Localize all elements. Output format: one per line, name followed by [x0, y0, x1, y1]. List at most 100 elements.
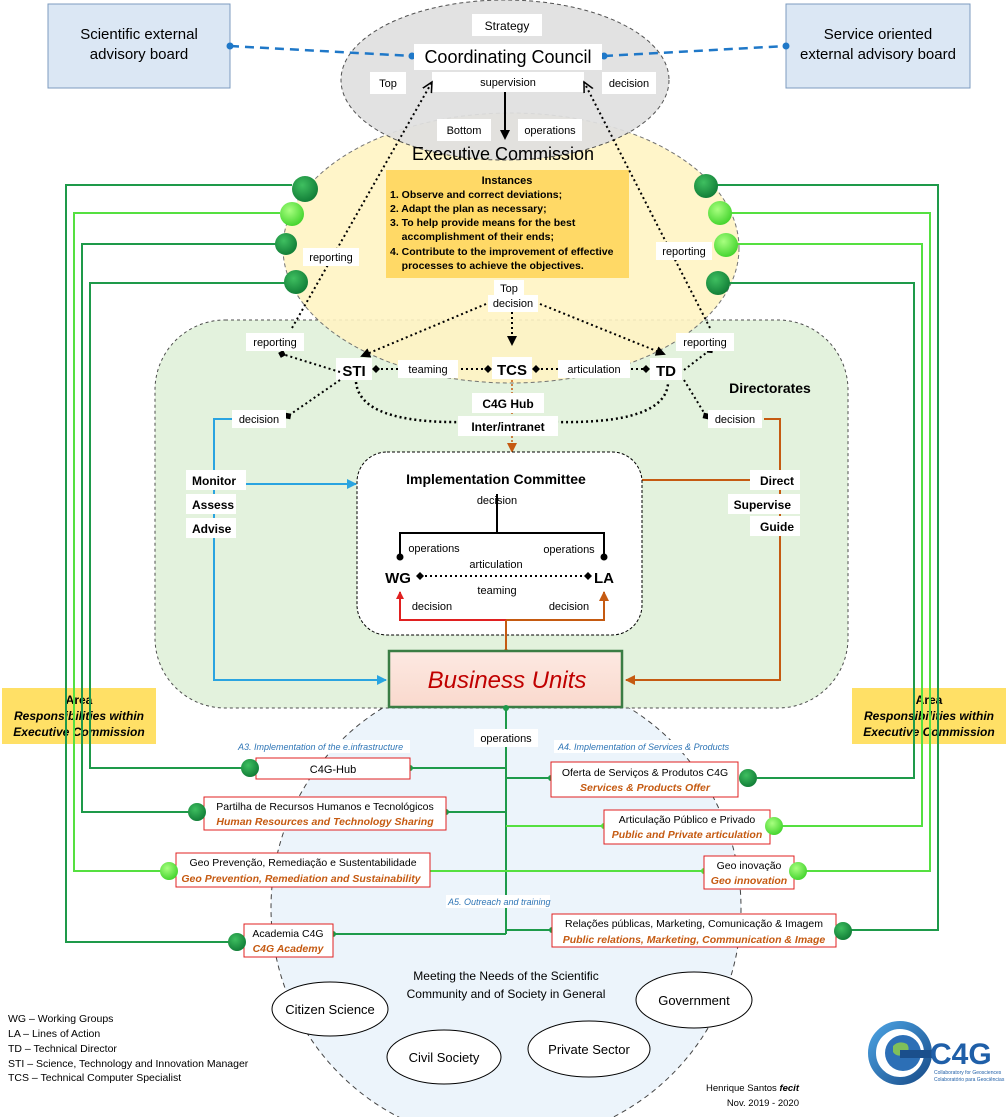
sti-box: [336, 358, 372, 380]
tcs-label: TCS: [497, 362, 527, 379]
trunk-node: [503, 705, 509, 711]
exec-reporting-left: reporting: [309, 252, 352, 264]
wg-decision-line: [396, 591, 506, 621]
legend-item: TD – Technical Director: [8, 1043, 117, 1055]
area-left-line2: Responsibilities within: [14, 709, 144, 723]
intranet-box: [458, 416, 558, 436]
exec-top-box: [494, 280, 524, 296]
service-board-line2: external advisory board: [800, 46, 956, 63]
exec-decision: decision: [493, 298, 533, 310]
council-supervision-box: [432, 72, 584, 92]
impl-articulation: articulation: [469, 559, 522, 571]
board-link-dot: [226, 42, 234, 50]
td-box: [650, 358, 682, 380]
unit-oferta-pt: Oferta de Serviços & Produtos C4G: [562, 767, 728, 779]
bulb-dark: [284, 270, 308, 294]
area-left-title: Area: [66, 693, 93, 707]
exec-reporting-left-box: [303, 248, 359, 266]
legend-item: LA – Lines of Action: [8, 1028, 100, 1040]
unit-geoprev-box: [175, 852, 431, 888]
decision-arrow-td: [539, 303, 666, 356]
legend-item: TCS – Technical Computer Specialist: [8, 1072, 181, 1084]
supervise-box: [728, 494, 800, 514]
unit-partilha-pt: Partilha de Recursos Humanos e Tecnológi…: [216, 801, 434, 813]
sti-label: STI: [342, 363, 365, 380]
bulb-light: [708, 201, 732, 225]
scientific-board-line2: advisory board: [90, 46, 188, 63]
business-units-label: Business Units: [428, 667, 587, 694]
council-title-box: [414, 44, 602, 70]
instance-item: 3. To help provide means for the best: [390, 217, 576, 229]
unit-artic-pt: Articulação Público e Privado: [619, 814, 756, 826]
meeting-line2: Community and of Society in General: [407, 987, 606, 1001]
unit-bulb-light: [160, 862, 178, 880]
area-left-line3: Executive Commission: [13, 725, 144, 739]
unit-bulb-dark: [188, 803, 206, 821]
guide-label: Guide: [760, 520, 794, 534]
board-link-dot: [408, 52, 416, 60]
monitor-line: [213, 418, 387, 685]
reporting-arrow-left: [291, 82, 433, 329]
directorates-title: Directorates: [729, 380, 811, 396]
bulb-dark: [292, 176, 318, 202]
meeting-line1: Meeting the Needs of the Scientific: [413, 969, 598, 983]
advise-box: [186, 518, 236, 538]
instances-box: [386, 170, 629, 278]
dir-decision-left: decision: [239, 414, 279, 426]
unit-geoinov-box: [703, 855, 795, 890]
unit-geoinov-pt: Geo inovação: [717, 860, 782, 872]
teaming-box: [398, 360, 458, 378]
bulb-light: [280, 202, 304, 226]
implementation-title: Implementation Committee: [406, 471, 586, 487]
section-a3-box: [234, 740, 410, 753]
private-sector: Private Sector: [548, 1042, 630, 1057]
unit-geoprev-pt: Geo Prevenção, Remediação e Sustentabili…: [189, 857, 416, 869]
monitor-label: Monitor: [192, 474, 236, 488]
hub-box: [472, 393, 544, 413]
citizen-science-ellipse: [271, 981, 389, 1037]
strategy-label: Strategy: [485, 19, 530, 33]
government-ellipse: [635, 971, 753, 1029]
assess-label: Assess: [192, 498, 234, 512]
service-board-line1: Service oriented: [824, 26, 932, 43]
supervise-label: Supervise: [734, 498, 792, 512]
unit-partilha-en: Human Resources and Technology Sharing: [216, 816, 434, 828]
section-a5: A5. Outreach and training: [447, 897, 551, 907]
teaming-label: teaming: [408, 364, 447, 376]
logo-sub2: Colaboratório para Geociências: [934, 1077, 1005, 1083]
monitor-box: [186, 470, 246, 490]
hub-curve: [354, 381, 670, 424]
unit-oferta-en: Services & Products Offer: [580, 782, 711, 794]
implementation-box: [356, 451, 643, 636]
council-title: Coordinating Council: [424, 47, 591, 67]
guide-box: [750, 516, 800, 536]
exec-reporting-right-box: [656, 242, 712, 260]
dir-decision-right-box: [708, 410, 762, 428]
unit-bulb-light: [789, 862, 807, 880]
impl-operations-left: operations: [408, 543, 460, 555]
area-left-box: [2, 688, 156, 744]
council-decision: decision: [609, 78, 649, 90]
section-a4-box: [554, 740, 728, 753]
section-a5-box: [446, 895, 550, 908]
sti-reporting-link: [278, 350, 341, 373]
impl-decision-left: decision: [412, 601, 452, 613]
unit-oferta-box: [550, 761, 739, 798]
right-connectors: [715, 184, 939, 931]
td-reporting-link: [683, 346, 714, 371]
bulb-light: [714, 233, 738, 257]
council-bottom: Bottom: [447, 125, 482, 137]
exec-decision-box: [488, 295, 538, 312]
impl-operations-right: operations: [543, 544, 595, 556]
direct-label: Direct: [760, 474, 794, 488]
bulb-dark: [706, 271, 730, 295]
assess-box: [186, 494, 236, 514]
council-top-box: [370, 72, 406, 94]
instance-item: processes to achieve the objectives.: [390, 260, 584, 272]
service-board-box: [785, 3, 971, 89]
business-units-box: [387, 649, 624, 709]
strategy-box: [472, 14, 542, 36]
impl-node: [600, 553, 608, 561]
la-label: LA: [594, 570, 614, 587]
council-decision-box: [602, 72, 656, 94]
